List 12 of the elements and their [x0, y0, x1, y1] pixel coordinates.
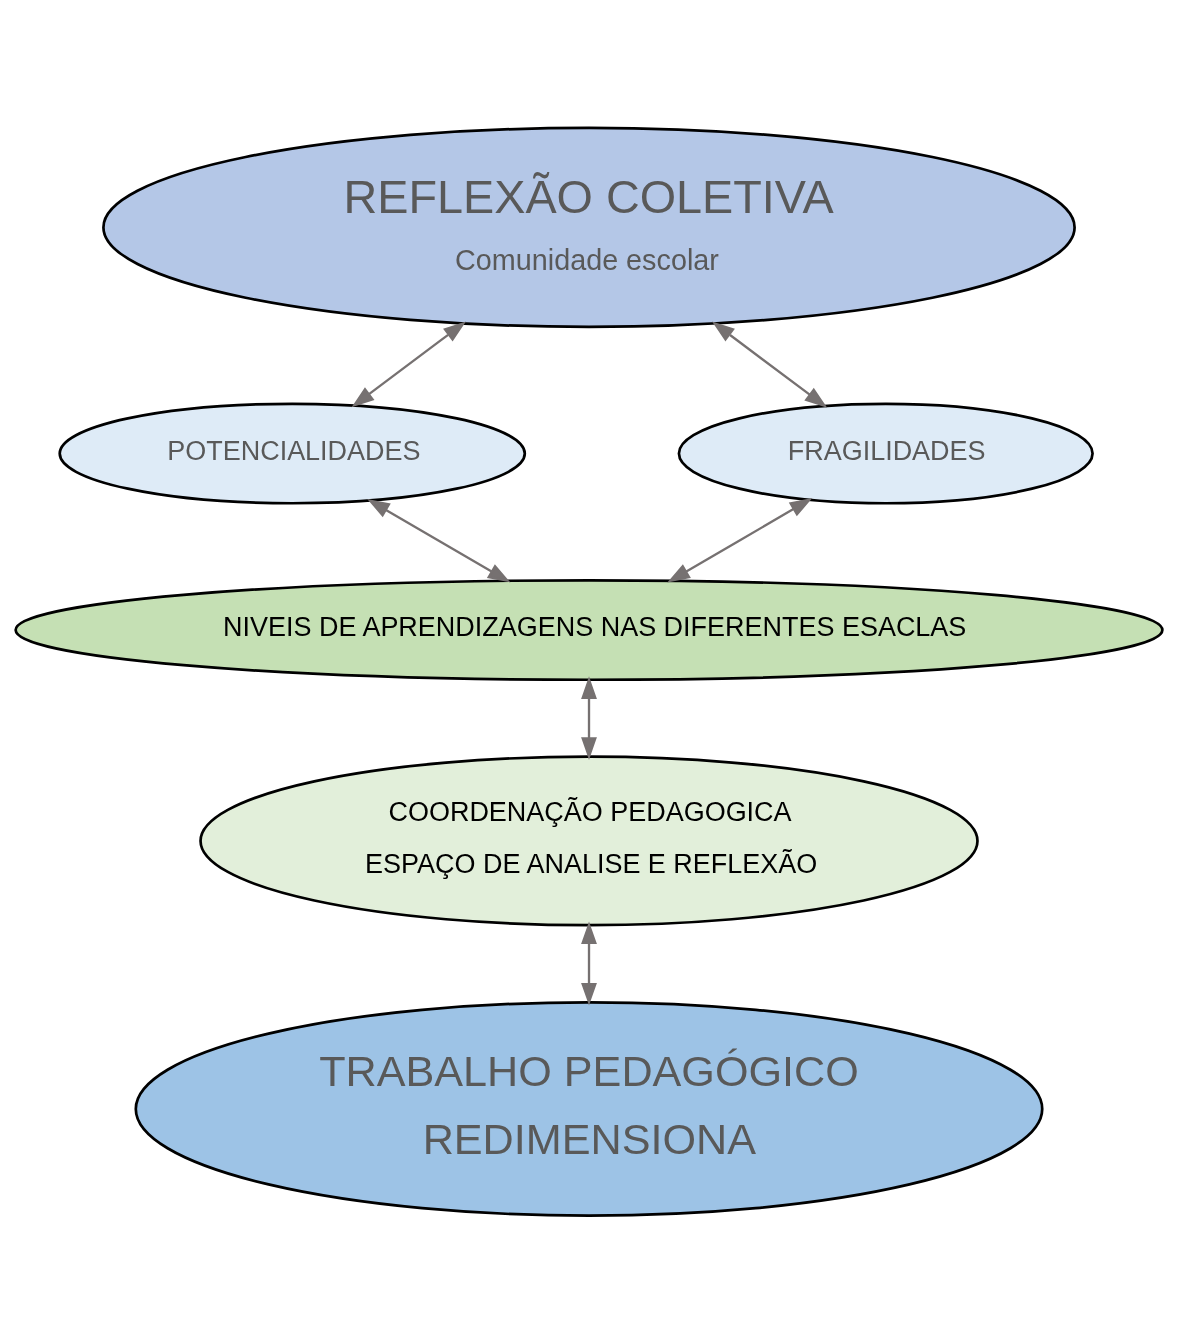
arrow: [367, 498, 511, 583]
node-ellipse: REFLEXÃO COLETIVA Comunidade escolar: [102, 126, 1076, 329]
arrow: [667, 498, 813, 583]
arrow: [351, 321, 466, 408]
arrow: [712, 321, 828, 408]
node-ellipse: POTENCIALIDADES: [58, 402, 527, 505]
node-ellipse: FRAGILIDADES: [677, 402, 1094, 505]
node-ellipse: COORDENAÇÃO PEDAGOGICA ESPAÇO DE ANALISE E REFLEXÃO: [199, 755, 979, 927]
node-ellipse: TRABALHO PEDAGÓGICO REDIMENSIONA: [134, 1001, 1044, 1217]
arrow: [581, 676, 597, 760]
node-ellipse: NIVEIS DE APRENDIZAGENS NAS DIFERENTES ESACLAS: [14, 578, 1164, 682]
arrow: [581, 921, 597, 1006]
